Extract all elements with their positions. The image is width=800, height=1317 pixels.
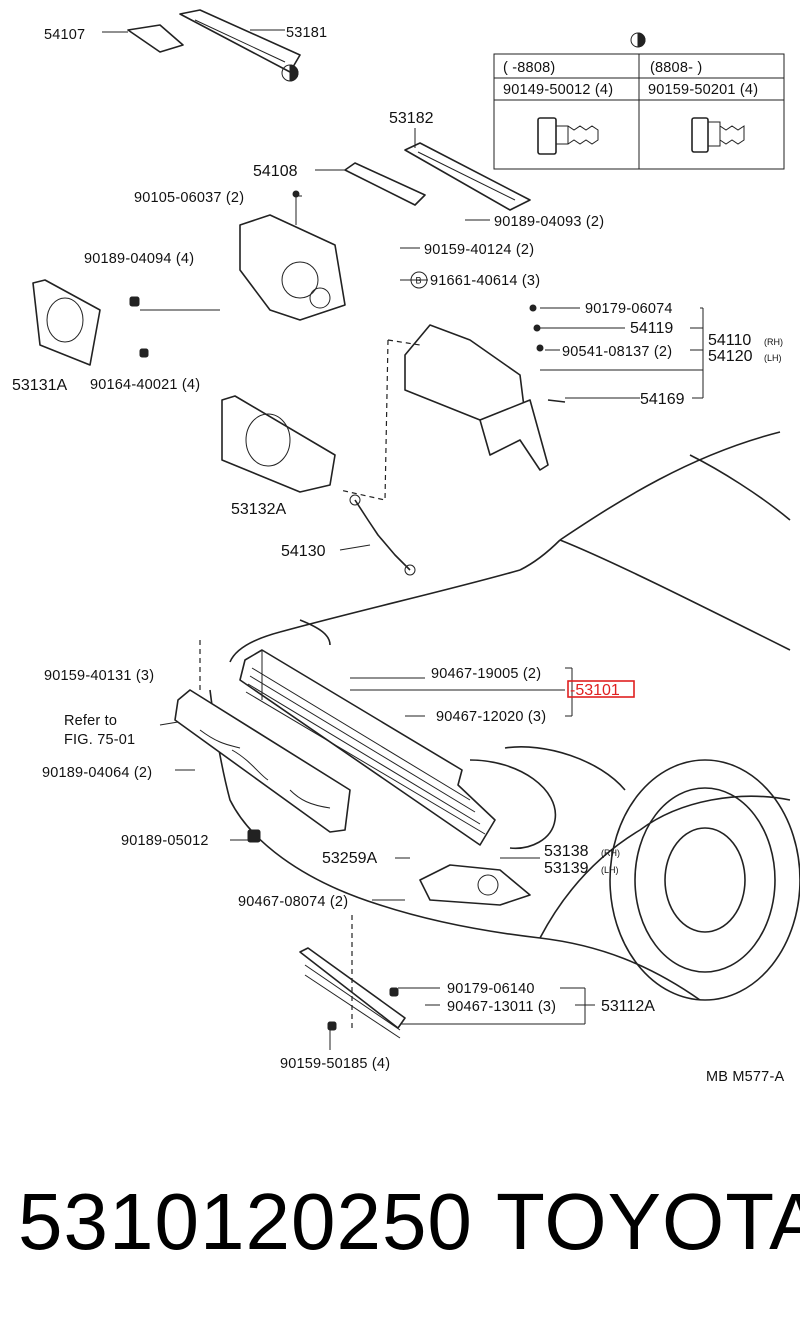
cable-54130 [339, 494, 416, 576]
inset-col2-header: (8808- ) [650, 60, 702, 76]
label-53139-side: (LH) [601, 865, 619, 875]
dashed-leaders [199, 339, 421, 1030]
headlamp-bracket-54110 [404, 304, 566, 471]
label-90159-40131: 90159-40131 (3) [44, 668, 154, 684]
label-91661-40614: 91661-40614 (3) [430, 273, 540, 289]
parts-diagram: ( -8808) (8808- ) 90149-50012 (4) 90159-… [12, 9, 800, 1085]
leader-lines [140, 195, 704, 1050]
flange-bolt-icon [691, 117, 745, 153]
label-90467-08074: 90467-08074 (2) [238, 894, 348, 910]
label-90541-08137: 90541-08137 (2) [562, 344, 672, 360]
label-90159-40124: 90159-40124 (2) [424, 242, 534, 258]
upper-brackets [315, 128, 531, 211]
circle-b-marker: B [410, 271, 428, 289]
label-90467-12020: 90467-12020 (3) [436, 709, 546, 725]
label-54169: 54169 [640, 391, 685, 408]
part-labels: 54107 53181 53182 54108 90105-06037 (2) … [12, 25, 784, 1085]
label-54108: 54108 [253, 163, 298, 180]
label-90189-05012: 90189-05012 [121, 833, 209, 849]
label-54107: 54107 [44, 27, 85, 43]
label-54130: 54130 [281, 543, 326, 560]
highlight-53101 [567, 680, 635, 698]
inset-fastener-table: ( -8808) (8808- ) 90149-50012 (4) 90159-… [493, 32, 785, 170]
label-90467-19005: 90467-19005 (2) [431, 666, 541, 682]
label-53138-side: (RH) [601, 848, 620, 858]
label-90179-06074: 90179-06074 [585, 301, 673, 317]
car-body-outline [209, 431, 800, 1001]
headlamp-housing [239, 190, 346, 321]
part-number-caption: 5310120250 [18, 1177, 473, 1266]
label-54110: 54110 [708, 332, 751, 349]
label-53139: 53139 [544, 860, 589, 877]
label-refer-line2: FIG. 75-01 [64, 732, 135, 748]
label-53182: 53182 [389, 110, 434, 127]
bolt-icon [537, 117, 599, 155]
label-90159-50185: 90159-50185 (4) [280, 1056, 390, 1072]
lower-panel-shape [174, 689, 351, 843]
label-90189-04093: 90189-04093 (2) [494, 214, 604, 230]
label-54120-side: (LH) [764, 353, 782, 363]
inset-col1-part: 90149-50012 (4) [503, 82, 613, 98]
label-refer-line1: Refer to [64, 713, 117, 729]
label-90189-04064: 90189-04064 (2) [42, 765, 152, 781]
label-54119: 54119 [630, 320, 673, 337]
label-53259A: 53259A [322, 850, 377, 867]
label-53132A: 53132A [231, 501, 286, 518]
label-90164-40021: 90164-40021 (4) [90, 377, 200, 393]
label-53181: 53181 [286, 25, 327, 41]
label-53112A: 53112A [601, 998, 655, 1015]
label-90179-06140: 90179-06140 [447, 981, 535, 997]
label-90189-04094: 90189-04094 (4) [84, 251, 194, 267]
label-90105-06037: 90105-06037 (2) [134, 190, 244, 206]
inset-col2-part: 90159-50201 (4) [648, 82, 758, 98]
drawing-code: MB M577-A [706, 1069, 784, 1085]
label-54120: 54120 [708, 348, 753, 365]
label-54110-side: (RH) [764, 337, 783, 347]
circle-b-letter: B [416, 276, 422, 286]
inset-col1-header: ( -8808) [503, 60, 555, 76]
top-seal-parts [102, 9, 301, 82]
label-53131A: 53131A [12, 377, 67, 394]
label-53101: -53101 [570, 682, 620, 699]
footer-caption: 5310120250 TOYOTA [18, 1172, 800, 1272]
bracket-53132A [221, 395, 336, 493]
label-53138: 53138 [544, 843, 589, 860]
bracket-53131A [32, 279, 149, 366]
label-90467-13011: 90467-13011 (3) [447, 999, 556, 1015]
grille-53101-shape [239, 649, 496, 846]
brand-caption: TOYOTA [496, 1177, 800, 1266]
